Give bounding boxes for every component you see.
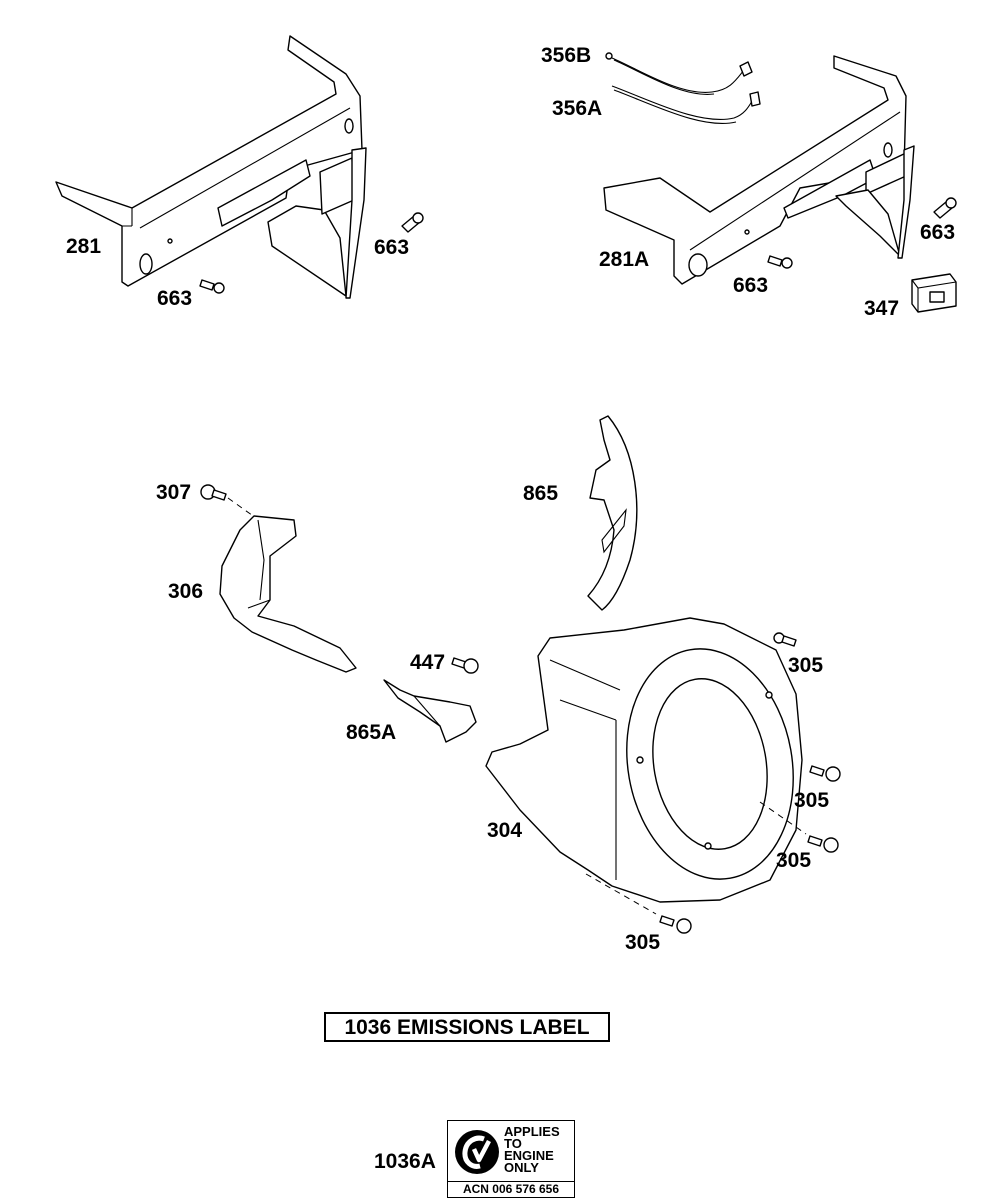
callout-356b: 356B — [541, 44, 592, 67]
callout-347: 347 — [864, 297, 900, 320]
bolt-447 — [451, 657, 479, 674]
bracket-281 — [55, 35, 367, 299]
screw-663-right-a — [933, 197, 957, 219]
bolt-305-d — [659, 915, 692, 934]
bolt-305-c — [807, 835, 839, 853]
bracket-281a — [603, 55, 915, 285]
callout-305-a: 305 — [788, 654, 824, 677]
callout-865: 865 — [523, 482, 559, 505]
bolt-307 — [200, 484, 227, 501]
callout-663-right-b: 663 — [733, 274, 769, 297]
callout-307: 307 — [156, 481, 192, 504]
callout-356a: 356A — [552, 97, 603, 120]
blower-housing-304 — [485, 617, 803, 903]
wire-356a — [611, 85, 761, 124]
callout-1036a: 1036A — [374, 1150, 436, 1173]
screw-663-left-b — [199, 279, 225, 294]
callout-305-b: 305 — [794, 789, 830, 812]
bracket-865a — [383, 679, 477, 743]
label-acn-number: ACN 006 576 656 — [448, 1181, 574, 1197]
callout-304: 304 — [487, 819, 523, 842]
callout-663-left-a: 663 — [374, 236, 410, 259]
label-applies-text: APPLIES TO ENGINE ONLY — [504, 1124, 560, 1175]
screw-663-left-a — [401, 212, 424, 233]
bolt-305-b — [809, 765, 841, 782]
bolt-305-a — [773, 632, 797, 647]
screw-663-right-b — [767, 255, 793, 269]
callout-305-c: 305 — [776, 849, 812, 872]
callout-281a: 281A — [599, 248, 650, 271]
guard-865 — [587, 415, 638, 611]
switch-347 — [911, 273, 957, 313]
shield-306 — [219, 515, 357, 673]
ctick-mark-icon — [455, 1130, 499, 1174]
callout-865a: 865A — [346, 721, 397, 744]
emissions-label-box: 1036 EMISSIONS LABEL — [324, 1012, 610, 1042]
callout-305-d: 305 — [625, 931, 661, 954]
callout-663-left-b: 663 — [157, 287, 193, 310]
engine-label-1036a: APPLIES TO ENGINE ONLY ACN 006 576 656 — [447, 1120, 575, 1198]
wire-356b — [605, 52, 753, 95]
callout-663-right-a: 663 — [920, 221, 956, 244]
callout-306: 306 — [168, 580, 204, 603]
callout-281: 281 — [66, 235, 102, 258]
callout-447: 447 — [410, 651, 446, 674]
